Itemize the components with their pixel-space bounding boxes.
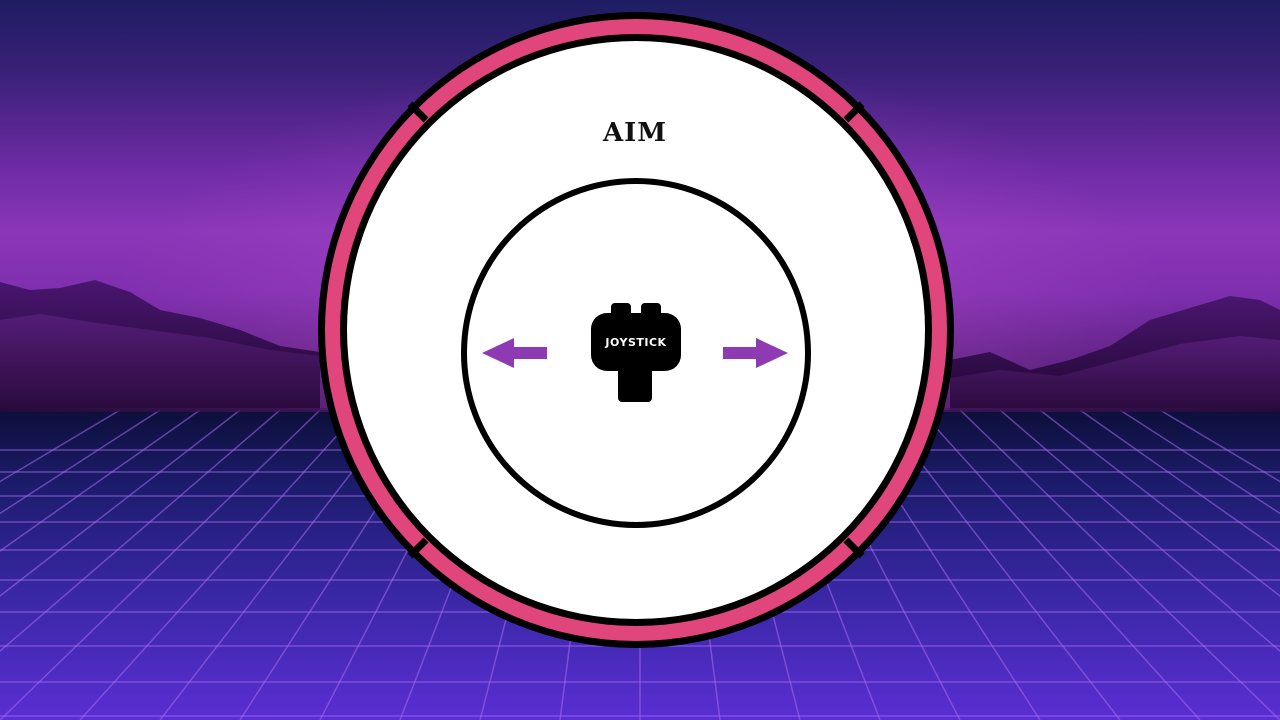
mountain-silhouette	[0, 280, 1280, 420]
joystick-label: JOYSTICK	[605, 336, 667, 349]
aim-title: AIM	[602, 118, 668, 148]
inner-circle	[461, 178, 811, 528]
joystick-icon	[591, 303, 681, 402]
arrow-left-icon	[482, 338, 547, 368]
arrow-right-icon	[723, 338, 788, 368]
